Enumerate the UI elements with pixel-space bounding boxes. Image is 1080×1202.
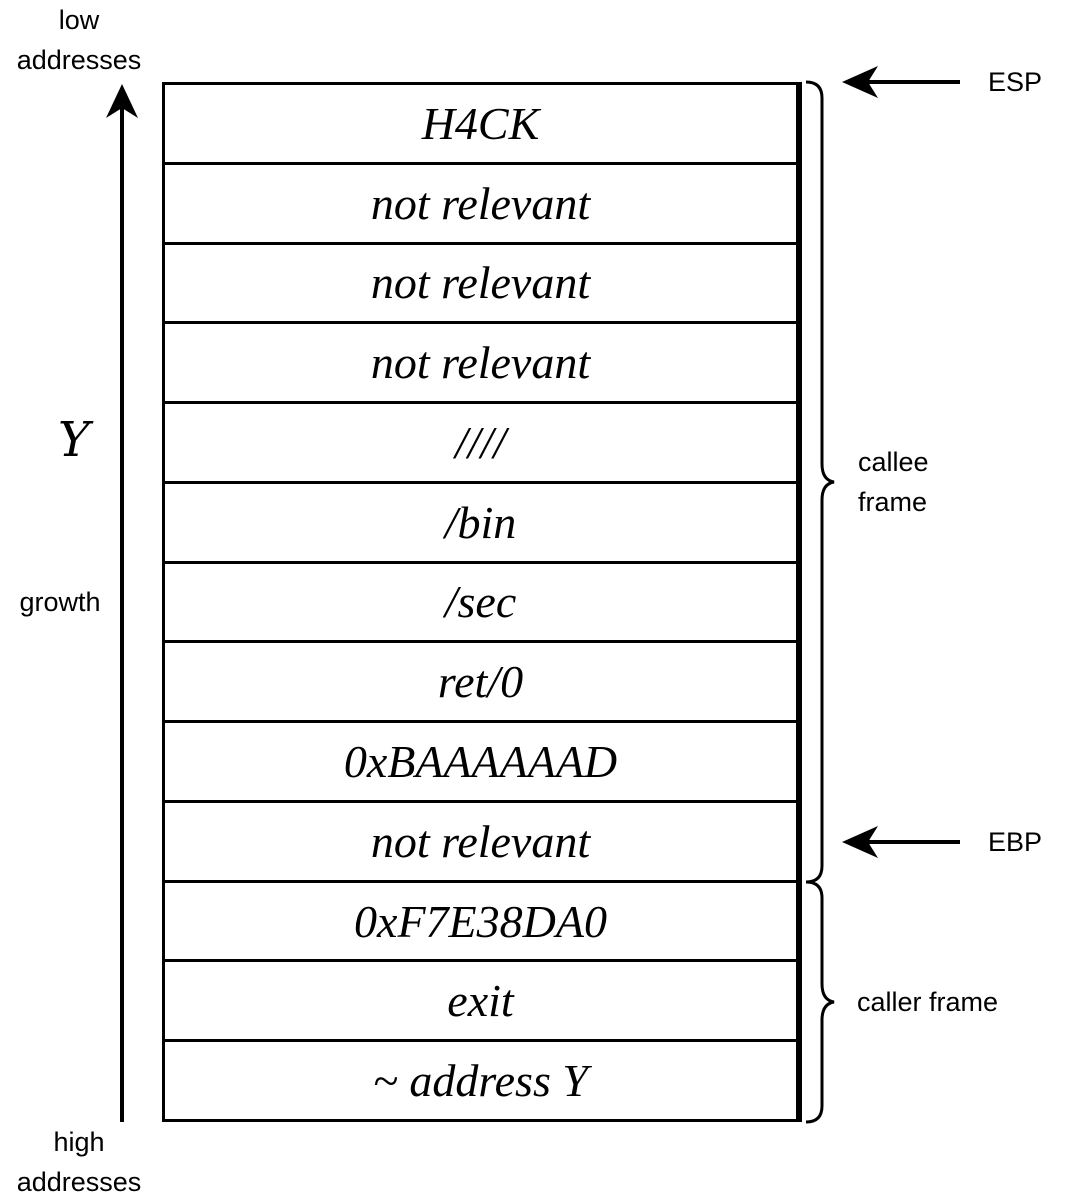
esp-pointer-arrow-icon [842,66,960,98]
stack-cell: //// [165,401,796,481]
stack-cell: /bin [165,480,796,561]
stack-cell: not relevant [165,161,796,242]
caller-frame-label: caller frame [857,987,999,1017]
stack-cell: ~ address Y [165,1039,796,1119]
stack-cell: 0xF7E38DA0 [165,879,796,960]
stack-cell: ret/0 [165,640,796,720]
stack-cell: exit [165,959,796,1039]
stack-cell: /sec [165,560,796,641]
stack-cell: 0xBAAAAAAD [165,720,796,800]
ebp-pointer-arrow-icon [842,826,960,858]
callee-frame-brace-icon [805,80,835,884]
low-addresses-label: low addresses [16,5,142,75]
ebp-label: EBP [988,827,1043,857]
growth-label: growth [19,587,101,617]
stack-cell: not relevant [165,241,796,322]
stack-frame: H4CK not relevant not relevant not relev… [162,82,802,1122]
esp-label: ESP [988,67,1043,97]
stack-cell: H4CK [421,97,540,149]
high-addresses-label: high addresses [16,1127,142,1197]
variable-y-label: Y [58,412,90,468]
callee-frame-label: callee frame [858,447,929,517]
stack-cell: not relevant [165,799,796,880]
caller-frame-brace-icon [805,880,835,1124]
stack-cell: not relevant [165,321,796,401]
